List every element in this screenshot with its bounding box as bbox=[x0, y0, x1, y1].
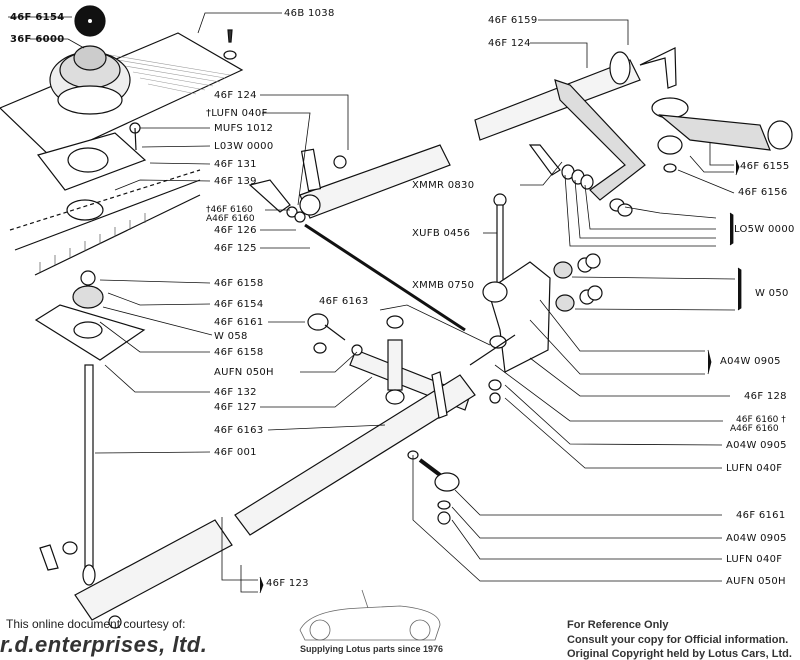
coupling bbox=[609, 51, 631, 85]
label-joint-top: †46F 6160 bbox=[206, 205, 253, 215]
label-washer-a04w-3: A04W 0905 bbox=[726, 533, 787, 544]
label-knob: 46F 6154 bbox=[10, 12, 65, 23]
notice-consult: Consult your copy for Official informati… bbox=[567, 634, 789, 646]
gaiter-plate bbox=[36, 132, 147, 191]
label-base-plate: 46F 132 bbox=[214, 387, 257, 398]
label-ball: 46F 6154 bbox=[214, 299, 264, 310]
notice-reference: For Reference Only bbox=[567, 619, 669, 631]
notice-copyright: Original Copyright held by Lotus Cars, L… bbox=[567, 648, 792, 660]
label-nut-top: †LUFN 040F bbox=[206, 108, 268, 119]
label-bolt-xufb: XUFB 0456 bbox=[412, 228, 471, 239]
label-bolt-xmmb: XMMB 0750 bbox=[412, 280, 475, 291]
label-coupling: 46F 6159 bbox=[488, 15, 538, 26]
label-tube-bottom: 46F 123 bbox=[266, 578, 309, 589]
label-nut-lufn-2: LUFN 040F bbox=[726, 463, 783, 474]
label-lever: 36F 6000 bbox=[10, 34, 65, 45]
company-name: r.d.enterprises, ltd. bbox=[0, 632, 208, 657]
label-ring-lower: 46F 6158 bbox=[214, 347, 264, 358]
diagonal-rod bbox=[304, 223, 466, 332]
label-gaiter-plate: 46F 131 bbox=[214, 159, 257, 170]
label-nut-aufn-2: AUFN 050H bbox=[726, 576, 786, 587]
label-nut-aufn: AUFN 050H bbox=[214, 367, 274, 378]
label-joint-top-alt: A46F 6160 bbox=[206, 214, 255, 224]
label-circlip: 46F 6156 bbox=[738, 187, 788, 198]
label-tube-right: 46F 124 bbox=[488, 38, 531, 49]
label-bolt-xmmr: XMMR 0830 bbox=[412, 180, 475, 191]
label-plate: 46B 1038 bbox=[284, 8, 335, 19]
lotus-car-logo bbox=[299, 589, 441, 641]
label-tube-top: 46F 124 bbox=[214, 90, 257, 101]
label-selector-arm: 46F 6155 bbox=[740, 161, 790, 172]
label-nut-lufn-3: LUFN 040F bbox=[726, 554, 783, 565]
ball-joint bbox=[72, 285, 104, 309]
label-cross-shaft: 46F 127 bbox=[214, 402, 257, 413]
label-washers-a04w: A04W 0905 bbox=[720, 356, 781, 367]
label-gasket: 46F 139 bbox=[214, 176, 257, 187]
label-rod-end-left: 46F 6161 bbox=[214, 317, 264, 328]
label-bracket: 46F 128 bbox=[744, 391, 787, 402]
label-bush-upper: 46F 6163 bbox=[319, 296, 369, 307]
label-joint-right-alt: A46F 6160 bbox=[730, 424, 779, 434]
label-joint-right: 46F 6160 † bbox=[736, 415, 786, 425]
label-bush-lower: 46F 6163 bbox=[214, 425, 264, 436]
long-rod bbox=[84, 364, 94, 576]
label-rod-end-right: 46F 6161 bbox=[736, 510, 786, 521]
label-washer-w058: W 058 bbox=[214, 331, 248, 342]
label-bushes-w050: W 050 bbox=[755, 288, 789, 299]
label-clamp: 46F 126 bbox=[214, 225, 257, 236]
bottom-tube bbox=[74, 519, 233, 621]
label-washers-lo5w: LO5W 0000 bbox=[734, 224, 795, 235]
selector-arm bbox=[658, 114, 771, 151]
tagline: Supplying Lotus parts since 1976 bbox=[300, 644, 444, 654]
label-washer-top: L03W 0000 bbox=[214, 141, 274, 152]
right-tube bbox=[474, 59, 641, 141]
label-ring-upper: 46F 6158 bbox=[214, 278, 264, 289]
label-rod: 46F 125 bbox=[214, 243, 257, 254]
label-screw: MUFS 1012 bbox=[214, 123, 274, 134]
lower-shaft bbox=[234, 374, 476, 536]
label-washer-a04w-2: A04W 0905 bbox=[726, 440, 787, 451]
bracket-plate bbox=[554, 79, 646, 201]
label-long-rod: 46F 001 bbox=[214, 447, 257, 458]
courtesy-text: This online document courtesy of: bbox=[6, 617, 186, 631]
